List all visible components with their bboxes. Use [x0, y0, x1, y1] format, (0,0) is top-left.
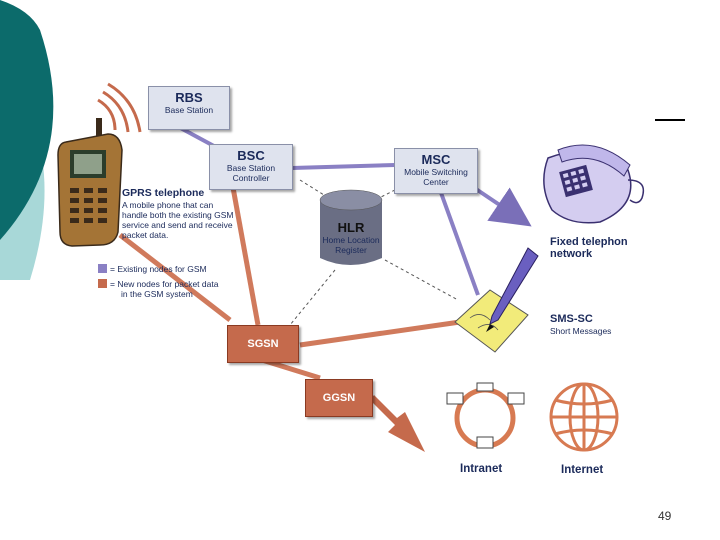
gprs-description: GPRS telephone A mobile phone that can h…: [122, 187, 252, 240]
sgsn-node: SGSN: [227, 325, 299, 363]
rbs-node: RBS Base Station: [148, 86, 230, 130]
ggsn-node: GGSN: [305, 379, 373, 417]
ggsn-arrow: [370, 395, 425, 452]
fixed-line2: network: [550, 248, 593, 260]
legend-swatch-existing: [98, 264, 107, 273]
fixed-line1: Fixed telephon: [550, 236, 628, 248]
bsc-title: BSC: [237, 148, 265, 163]
legend-swatch-new: [98, 279, 107, 288]
intranet-label: Intranet: [460, 463, 503, 475]
legend-new-cont: in the GSM system: [121, 289, 193, 299]
hlr-sub2: Register: [335, 245, 367, 255]
orange-links: [118, 181, 461, 381]
gprs-title: GPRS telephone: [122, 187, 205, 199]
gprs-line1: A mobile phone that can: [122, 200, 214, 210]
rbs-sub: Base Station: [164, 105, 214, 115]
smssc-label: SMS-SC Short Messages: [550, 313, 611, 336]
msc-sub2: Center: [423, 177, 449, 187]
gprs-line2: handle both the existing GSM: [122, 210, 234, 220]
sgsn-title: SGSN: [247, 338, 279, 350]
msc-sub1: Mobile Switching: [404, 167, 468, 177]
mobile-phone-icon: [57, 82, 142, 247]
hlr-node: HLR Home Location Register: [318, 220, 384, 255]
fixed-network-label: Fixed telephon network: [550, 236, 628, 260]
page-number: 49: [658, 509, 672, 523]
bsc-sub1: Base Station: [226, 163, 276, 173]
hlr-title: HLR: [337, 220, 365, 235]
legend-new: = New nodes for packet data: [110, 279, 219, 289]
internet-globe-icon: [549, 382, 619, 452]
smssc-sub: Short Messages: [550, 326, 612, 336]
telephone-icon: [543, 144, 645, 224]
intranet-icon: [446, 382, 525, 449]
rbs-title: RBS: [175, 90, 203, 105]
pen-icon: [486, 247, 539, 332]
msc-node: MSC Mobile Switching Center: [394, 148, 478, 194]
msc-title: MSC: [421, 152, 451, 167]
internet-label: Internet: [561, 464, 604, 476]
hlr-sub1: Home Location: [322, 235, 380, 245]
bsc-sub2: Controller: [232, 173, 270, 183]
hlr-database-icon: [319, 189, 383, 265]
bsc-node: BSC Base Station Controller: [209, 144, 293, 190]
ggsn-title: GGSN: [322, 392, 356, 404]
slide-decoration-teal: [0, 0, 54, 240]
gprs-line4: packet data.: [122, 230, 169, 240]
gprs-line3: service and send and receive: [122, 220, 233, 230]
smssc-title: SMS-SC: [550, 313, 593, 325]
legend-existing: = Existing nodes for GSM: [110, 264, 207, 274]
